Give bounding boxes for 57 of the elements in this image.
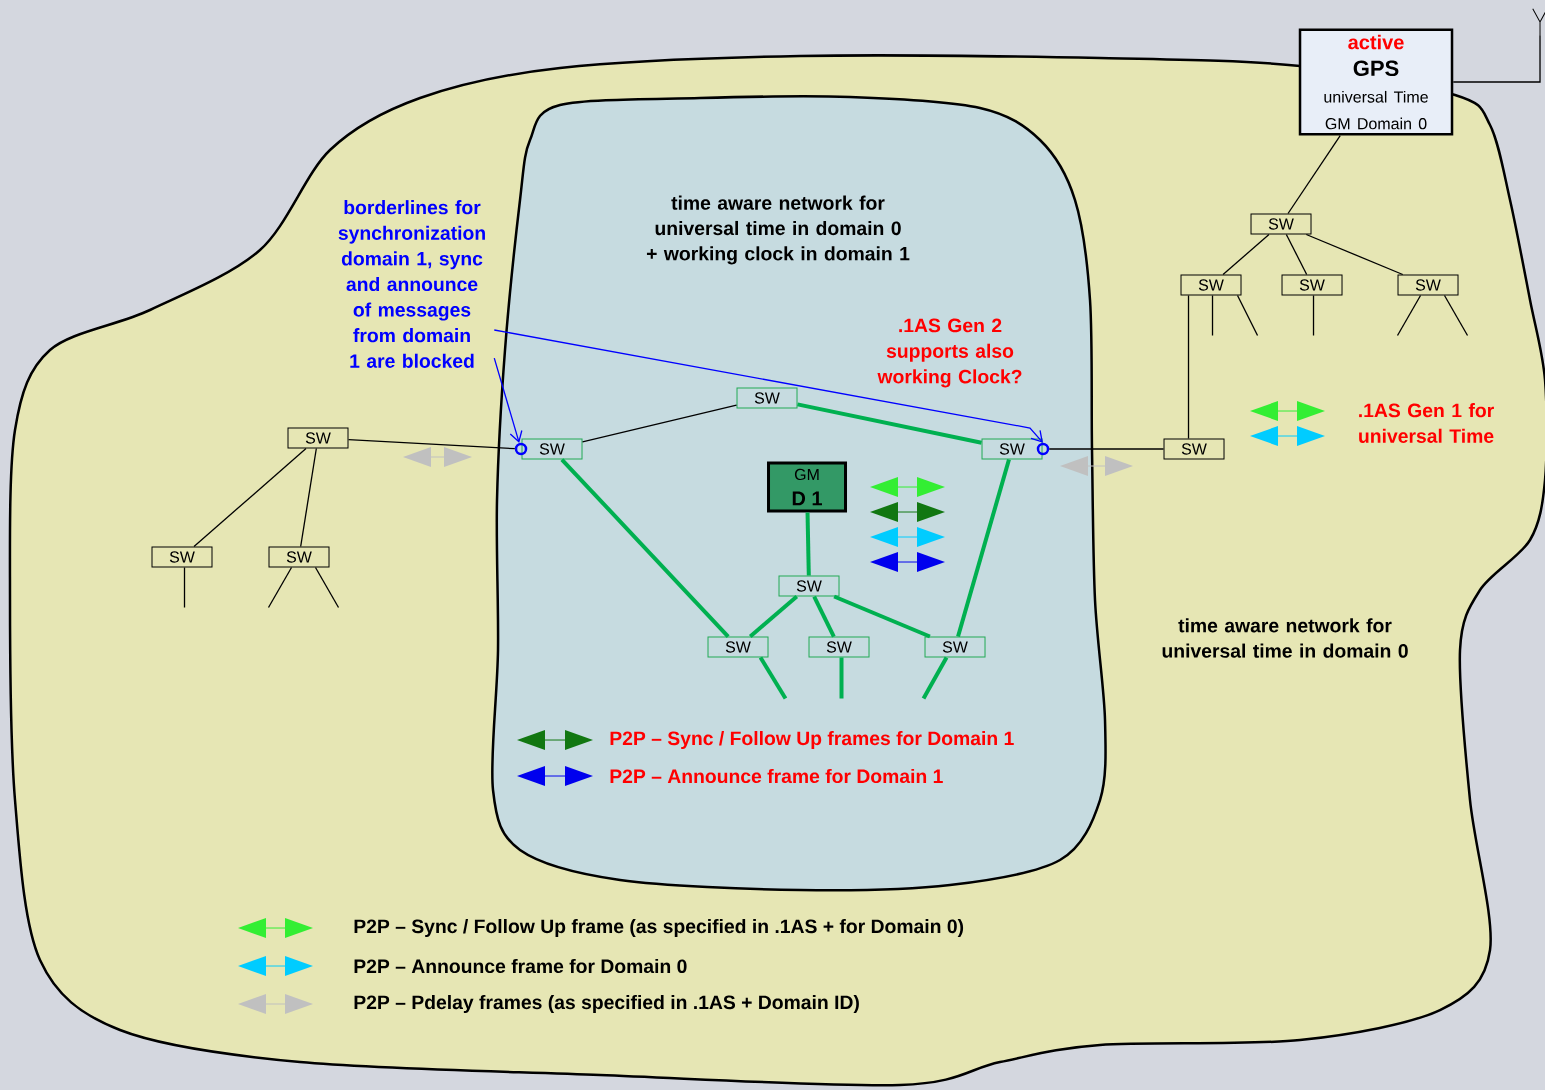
legend-text: P2P – Pdelay frames (as specified in .1AS + Domain ID) [354,995,859,1014]
link-line [1312,294,1315,337]
switch-box: SW [1397,274,1459,296]
link-line [347,439,516,450]
switch-box: SW [707,636,769,658]
link-line [183,566,186,609]
switch-box: SW [924,636,986,658]
link-line [758,656,788,700]
link-line [748,595,799,639]
link-line [1048,448,1165,450]
link-line [805,512,811,576]
link-line [1443,294,1469,337]
link-line [560,458,730,638]
link-line [812,595,836,638]
link-line [833,594,931,639]
note-text: .1AS Gen 2 supports also working Clock? [877,318,1022,388]
link-line [1287,134,1341,215]
legend-text: P2P – Sync / Follow Up frame (as specified in .1AS + for Domain 0) [354,919,964,938]
switch-box: SW [521,438,583,460]
link-line [267,566,293,609]
switch-box: SW [268,546,330,568]
switch-box: SW [736,387,798,409]
annotation-text: borderlines for synchronization domain 1, sync and announce of messages from domain 1 are blocked [338,200,485,368]
switch-box: SW [1163,438,1225,460]
link-line [1187,294,1190,440]
switch-box: SW [287,427,349,449]
link-line [314,566,340,609]
switch-box: SW [808,636,870,658]
grandmaster-box: active GPS universal Time GM Domain 0 [1298,28,1454,136]
link-line [797,402,982,445]
leader-arrow [493,329,1043,443]
legend-text: P2P – Announce frame for Domain 0 [354,958,687,974]
leader-arrow [493,357,523,443]
link-line [300,447,317,548]
link-line [1236,294,1259,337]
link-line [1211,294,1214,337]
switch-box: SW [1250,213,1312,235]
note-text: .1AS Gen 1 for universal Time [1359,403,1494,443]
link-line [839,657,844,699]
switch-box: SW [1281,274,1343,296]
link-line [956,458,1011,638]
link-line [1396,294,1422,337]
switch-box: SW [1180,274,1242,296]
legend-text: P2P – Announce frame for Domain 1 [610,768,943,784]
link-line [1285,233,1308,276]
link-line [193,447,307,548]
switch-box: SW [778,575,840,597]
legend-text: P2P – Sync / Follow Up frames for Domain 1 [610,731,1014,750]
antenna-icon [1532,8,1545,36]
switch-box: SW [151,546,213,568]
link-line [1452,34,1541,83]
grandmaster-box: GM D 1 [767,461,847,513]
switch-box: SW [981,438,1043,460]
link-line [1222,233,1270,276]
link-line [921,656,949,700]
link-line [1305,233,1404,276]
link-line [581,404,738,443]
